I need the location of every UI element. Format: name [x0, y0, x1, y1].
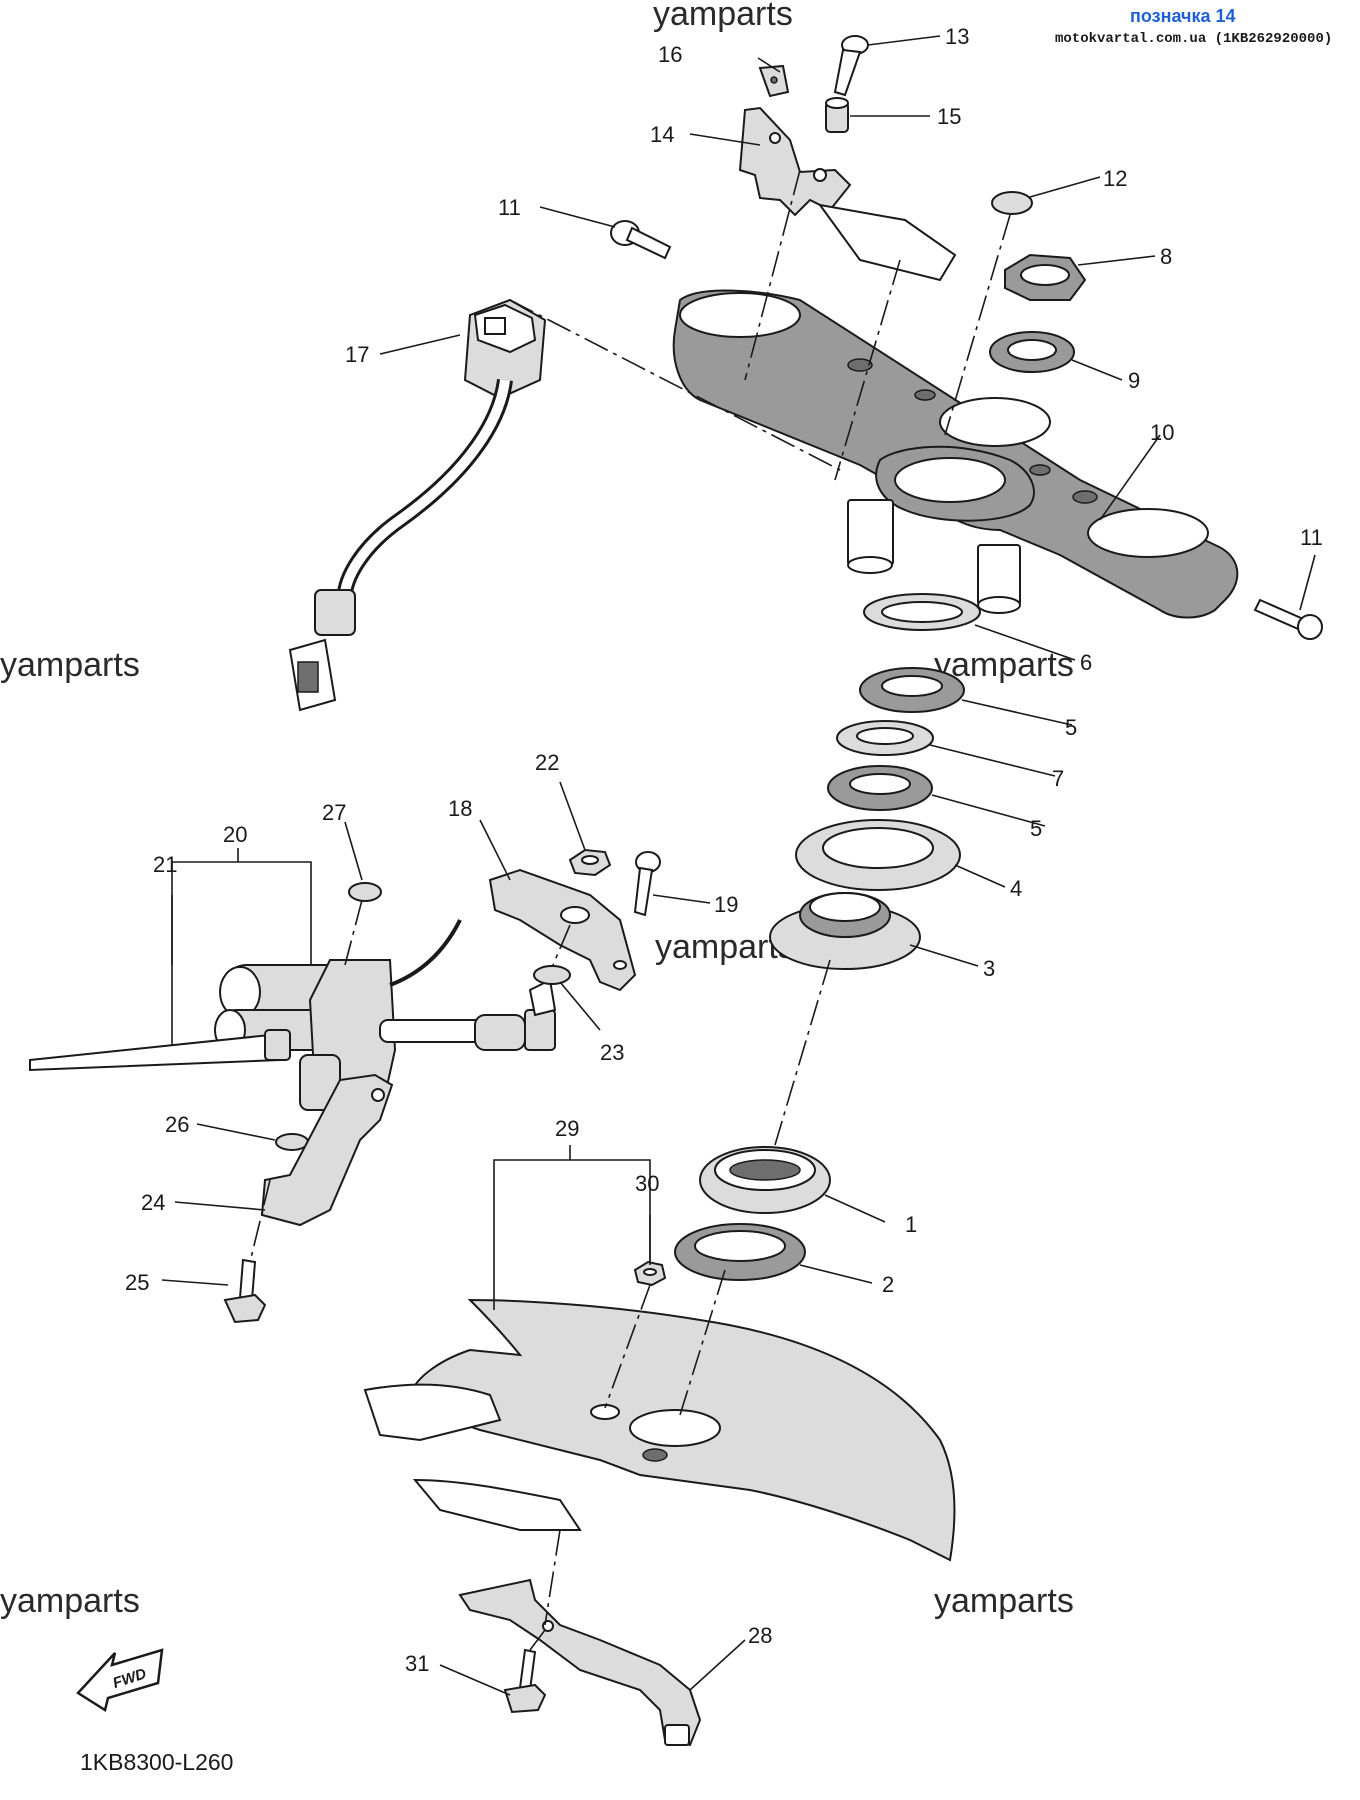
fwd-arrow: FWD — [76, 1648, 164, 1712]
assembly-line-damper-washer — [344, 899, 363, 966]
damper-bracket — [488, 868, 637, 992]
callout-12: 12 — [1103, 166, 1127, 191]
callout-26: 26 — [165, 1112, 189, 1137]
damper-stay — [260, 1073, 394, 1227]
watermark-right-lower: yamparts — [934, 1582, 1074, 1620]
steering-nut — [1004, 253, 1087, 301]
assembly-line-stem — [774, 959, 831, 1146]
callout-7: 7 — [1052, 766, 1064, 791]
upper-bracket-center-bore — [939, 397, 1051, 447]
key-bracket — [738, 106, 957, 282]
callout-11-left: 11 — [498, 195, 521, 220]
assembly-line-under-bracket — [679, 1269, 726, 1416]
upper-bearing-3 — [769, 892, 921, 970]
ring-nut-5-upper — [859, 667, 965, 713]
washer-27 — [348, 882, 382, 902]
hose-stay — [458, 1578, 702, 1747]
callout-13: 13 — [945, 24, 969, 49]
callout-2: 2 — [882, 1272, 894, 1297]
dust-seal-4 — [795, 819, 961, 891]
callout-1: 1 — [905, 1212, 917, 1237]
assembly-line-stay-bolt — [249, 1179, 271, 1263]
callout-27: 27 — [322, 800, 346, 825]
callout-3: 3 — [983, 956, 995, 981]
washer-26 — [275, 1133, 309, 1151]
bracket-29 — [493, 1159, 651, 1310]
damper-end-bolt — [524, 978, 557, 1051]
ring-nut-5-lower — [827, 765, 933, 811]
screw-13 — [833, 35, 869, 97]
callout-16: 16 — [658, 42, 682, 67]
assembly-line-bolt-31 — [529, 1629, 546, 1651]
callout-10: 10 — [1150, 420, 1174, 445]
assembly-line-key — [744, 169, 801, 381]
under-bracket-stem-bore — [629, 1409, 721, 1447]
upper-bracket — [672, 289, 1239, 619]
washer-23 — [533, 965, 571, 985]
assembly-line-hose-stay — [544, 1529, 561, 1626]
callout-18: 18 — [448, 796, 472, 821]
callout-24: 24 — [141, 1190, 165, 1215]
callout-30: 30 — [635, 1171, 659, 1196]
watermark-left-lower: yamparts — [0, 1582, 140, 1620]
nut-22 — [568, 848, 612, 877]
bracket-20 — [171, 861, 312, 965]
cap — [991, 191, 1033, 215]
bolt-11-left — [610, 220, 672, 260]
assembly-line-harness — [509, 299, 841, 471]
assembly-line-nut-30 — [604, 1284, 651, 1409]
nut-30 — [633, 1260, 667, 1287]
bolt-11-right — [1253, 598, 1323, 640]
callout-31: 31 — [405, 1651, 429, 1676]
callout-14: 14 — [650, 122, 674, 147]
tag-subtitle: motokvartal.com.ua (1KB262920000) — [1055, 31, 1332, 47]
lower-race-2 — [674, 1223, 806, 1281]
tag-title: позначка 14 — [1130, 6, 1236, 26]
bolt-25 — [223, 1258, 267, 1324]
callout-5-lower: 5 — [1030, 816, 1042, 841]
callout-19: 19 — [714, 892, 738, 917]
callout-20: 20 — [223, 822, 247, 847]
callout-17: 17 — [345, 342, 369, 367]
callout-6: 6 — [1080, 650, 1092, 675]
bolt-31 — [503, 1648, 547, 1714]
callout-9: 9 — [1128, 368, 1140, 393]
upper-bracket-right-bore — [1087, 508, 1209, 558]
under-bracket — [363, 1298, 956, 1562]
watermark-left-upper: yamparts — [0, 646, 140, 684]
callout-28: 28 — [748, 1623, 772, 1648]
callout-21: 21 — [153, 852, 177, 877]
upper-bracket-left-bore — [679, 292, 801, 338]
washer-9 — [989, 331, 1075, 373]
callout-29: 29 — [555, 1116, 579, 1141]
callout-23: 23 — [600, 1040, 624, 1065]
harness-switch — [288, 298, 547, 712]
assembly-line-cap — [944, 214, 1011, 436]
watermark-right-upper: yamparts — [934, 646, 1074, 684]
callout-5-upper: 5 — [1065, 715, 1077, 740]
callout-15: 15 — [937, 104, 961, 129]
callout-4: 4 — [1010, 876, 1022, 901]
assembly-line-bracket — [834, 259, 901, 481]
bolt-19 — [633, 851, 661, 917]
callout-25: 25 — [125, 1270, 149, 1295]
callout-11-right: 11 — [1300, 525, 1323, 550]
callout-8: 8 — [1160, 244, 1172, 269]
callout-22: 22 — [535, 750, 559, 775]
lock-washer-7 — [836, 720, 934, 756]
washer-6 — [863, 593, 981, 631]
steering-damper — [29, 919, 526, 1111]
watermark-top: yamparts — [653, 0, 793, 33]
diagram-code: 1KB8300-L260 — [80, 1749, 233, 1775]
assembly-line-damper-bracket — [552, 924, 571, 966]
lower-bearing-1 — [699, 1146, 831, 1214]
